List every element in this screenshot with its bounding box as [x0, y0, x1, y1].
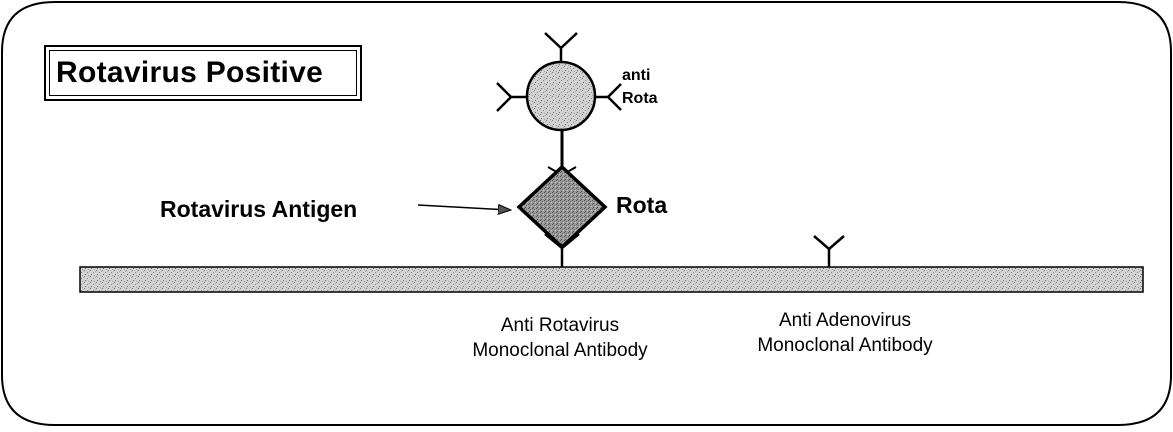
anti-rotavirus-caption: Anti Rotavirus Monoclonal Antibody — [460, 313, 660, 363]
conjugate-particle — [527, 62, 595, 130]
anti-adenovirus-caption-line2: Monoclonal Antibody — [745, 333, 945, 358]
anti-rotavirus-caption-line2: Monoclonal Antibody — [460, 338, 660, 363]
anti-adenovirus-caption: Anti Adenovirus Monoclonal Antibody — [745, 308, 945, 358]
anti-rotavirus-caption-line1: Anti Rotavirus — [460, 313, 660, 338]
conjugate-antibody-top — [545, 33, 577, 62]
membrane-strip — [80, 267, 1143, 292]
title-inner-frame: Rotavirus Positive — [49, 50, 357, 96]
rotavirus-antigen-label: Rotavirus Antigen — [160, 196, 357, 223]
title-box: Rotavirus Positive — [44, 45, 362, 101]
conjugate-antibody-right — [595, 84, 621, 110]
antigen-pointer-arrow — [418, 205, 510, 210]
anti-adenovirus-antibody — [814, 236, 844, 267]
rota-antigen-label: Rota — [616, 192, 667, 219]
conjugate-label-anti: anti — [622, 67, 650, 85]
rotavirus-antigen-diamond — [519, 167, 605, 247]
conjugate-antibody-left — [497, 83, 527, 111]
diagram-title: Rotavirus Positive — [56, 56, 323, 90]
anti-adenovirus-caption-line1: Anti Adenovirus — [745, 308, 945, 333]
conjugate-label-rota: Rota — [622, 90, 658, 108]
